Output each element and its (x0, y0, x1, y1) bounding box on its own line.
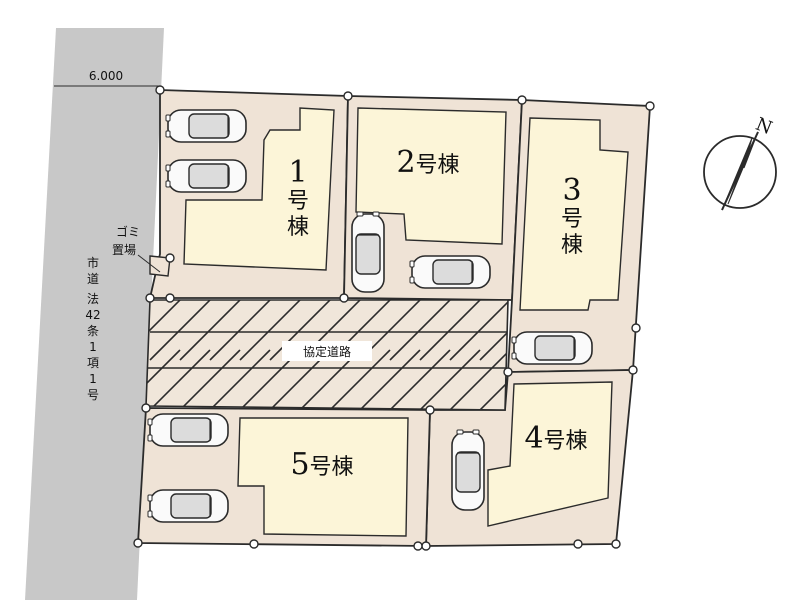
garbage-label-line2: 置場 (112, 243, 136, 257)
boundary-marker (628, 365, 638, 375)
boundary-marker (425, 405, 435, 415)
road-char: 1 (89, 340, 97, 354)
boundary-marker (573, 539, 583, 549)
road-width-dimension: 6.000 (54, 69, 160, 87)
building-4 (487, 381, 613, 527)
car-icon (165, 159, 247, 193)
boundary-marker (421, 541, 431, 551)
building-label-4: 4号棟 (524, 421, 587, 456)
road-char: 1 (89, 372, 97, 386)
car-icon (147, 489, 229, 523)
building-number: 3 (562, 173, 581, 208)
svg-text:2号棟: 2号棟 (396, 145, 459, 180)
building-suffix-char: 棟 (561, 233, 583, 258)
boundary-marker (165, 293, 175, 303)
road-char: 市 (87, 255, 99, 270)
boundary-marker (339, 293, 349, 303)
road-width-label: 6.000 (89, 69, 123, 83)
building-suffix-char: 号 (561, 207, 583, 232)
building-label-2: 2号棟 (396, 145, 459, 180)
boundary-marker (165, 253, 175, 263)
building-number: 2 (396, 145, 415, 180)
car-icon (351, 211, 385, 293)
shared-road: 協定道路 (145, 299, 509, 411)
boundary-marker (133, 538, 143, 548)
building-suffix: 号棟 (310, 455, 354, 480)
boundary-markers (133, 85, 655, 551)
road-char: 号 (87, 388, 99, 402)
svg-text:4号棟: 4号棟 (524, 421, 587, 456)
road-char: 法 (87, 292, 99, 306)
boundary-marker (645, 101, 655, 111)
boundary-marker (503, 367, 513, 377)
svg-text:5号棟: 5号棟 (290, 447, 353, 482)
building-label-5: 5号棟 (290, 447, 353, 482)
garbage-label-line1: ゴミ (116, 224, 140, 239)
road-char: 42 (85, 308, 100, 322)
boundary-marker (145, 293, 155, 303)
building-3 (519, 117, 629, 311)
building-number: 4 (524, 421, 543, 456)
road-char: 条 (87, 324, 99, 338)
compass: N (703, 114, 777, 211)
car-icon (451, 429, 485, 511)
boundary-marker (611, 539, 621, 549)
building-suffix-char: 棟 (287, 215, 309, 240)
road-char: 項 (87, 356, 99, 370)
building-number: 1 (288, 155, 307, 190)
boundary-marker (517, 95, 527, 105)
boundary-marker (155, 85, 165, 95)
car-icon (511, 331, 593, 365)
building-2 (355, 107, 507, 245)
garbage-area (137, 254, 171, 277)
compass-north-label: N (753, 114, 775, 139)
boundary-marker (141, 403, 151, 413)
road-char: 道 (87, 272, 99, 286)
boundary-marker (343, 91, 353, 101)
building-label-1: 1 号 棟 (287, 155, 309, 240)
building-5 (237, 417, 409, 537)
building-suffix-char: 号 (287, 189, 309, 214)
boundary-marker (249, 539, 259, 549)
buildings (183, 107, 629, 537)
car-icon (409, 255, 491, 289)
car-icon (165, 109, 247, 143)
building-label-3: 3 号 棟 (561, 173, 583, 258)
building-number: 5 (290, 447, 309, 482)
building-1 (183, 107, 335, 271)
boundary-marker (413, 541, 423, 551)
building-suffix: 号棟 (416, 153, 460, 178)
boundary-marker (631, 323, 641, 333)
building-suffix: 号棟 (544, 429, 588, 454)
public-road (25, 28, 164, 600)
road-description: 市 道 法 42 条 1 項 1 号 (85, 255, 100, 402)
shared-road-label: 協定道路 (303, 344, 351, 359)
car-icon (147, 413, 229, 447)
